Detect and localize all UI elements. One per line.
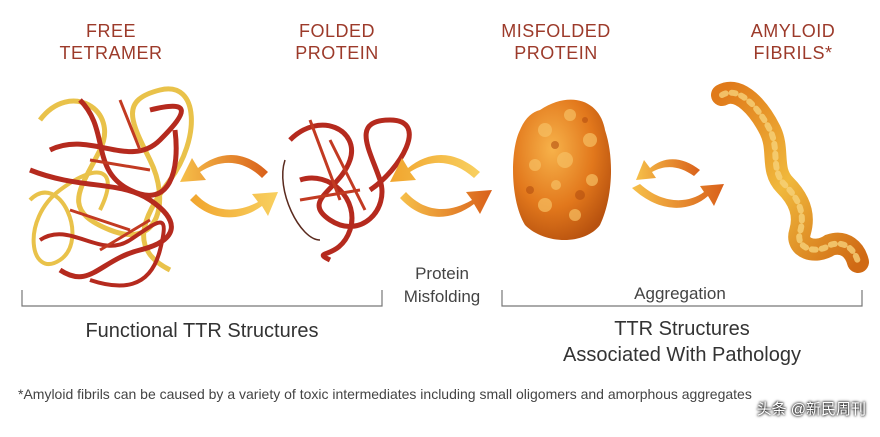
- equilibrium-arrows-2: [390, 154, 492, 217]
- footnote: *Amyloid fibrils can be caused by a vari…: [18, 386, 752, 402]
- free-tetramer-structure: [28, 86, 194, 288]
- pathology-structures-label: TTR Structures Associated With Pathology: [563, 318, 801, 366]
- stage-label-misfolded-protein: MISFOLDED PROTEIN: [501, 21, 611, 63]
- equilibrium-arrows-3: [632, 159, 724, 208]
- stage-label-free-tetramer: FREE TETRAMER: [59, 21, 163, 63]
- watermark: 头条 @新民周刊: [756, 401, 866, 418]
- misfolded-protein-structure: [513, 99, 612, 240]
- equilibrium-arrows-1: [180, 154, 278, 218]
- stage-label-amyloid-fibrils: AMYLOID FIBRILS*: [750, 21, 836, 63]
- protein-misfolding-label: Protein Misfolding: [403, 264, 481, 306]
- aggregation-label: Aggregation: [634, 284, 726, 303]
- stage-label-folded-protein: FOLDED PROTEIN: [295, 21, 379, 63]
- folded-protein-structure: [282, 117, 412, 263]
- pathology-bracket: [501, 290, 863, 307]
- functional-bracket: [21, 290, 383, 307]
- amyloid-fibril-structure: [711, 81, 869, 273]
- functional-structures-label: Functional TTR Structures: [85, 320, 319, 342]
